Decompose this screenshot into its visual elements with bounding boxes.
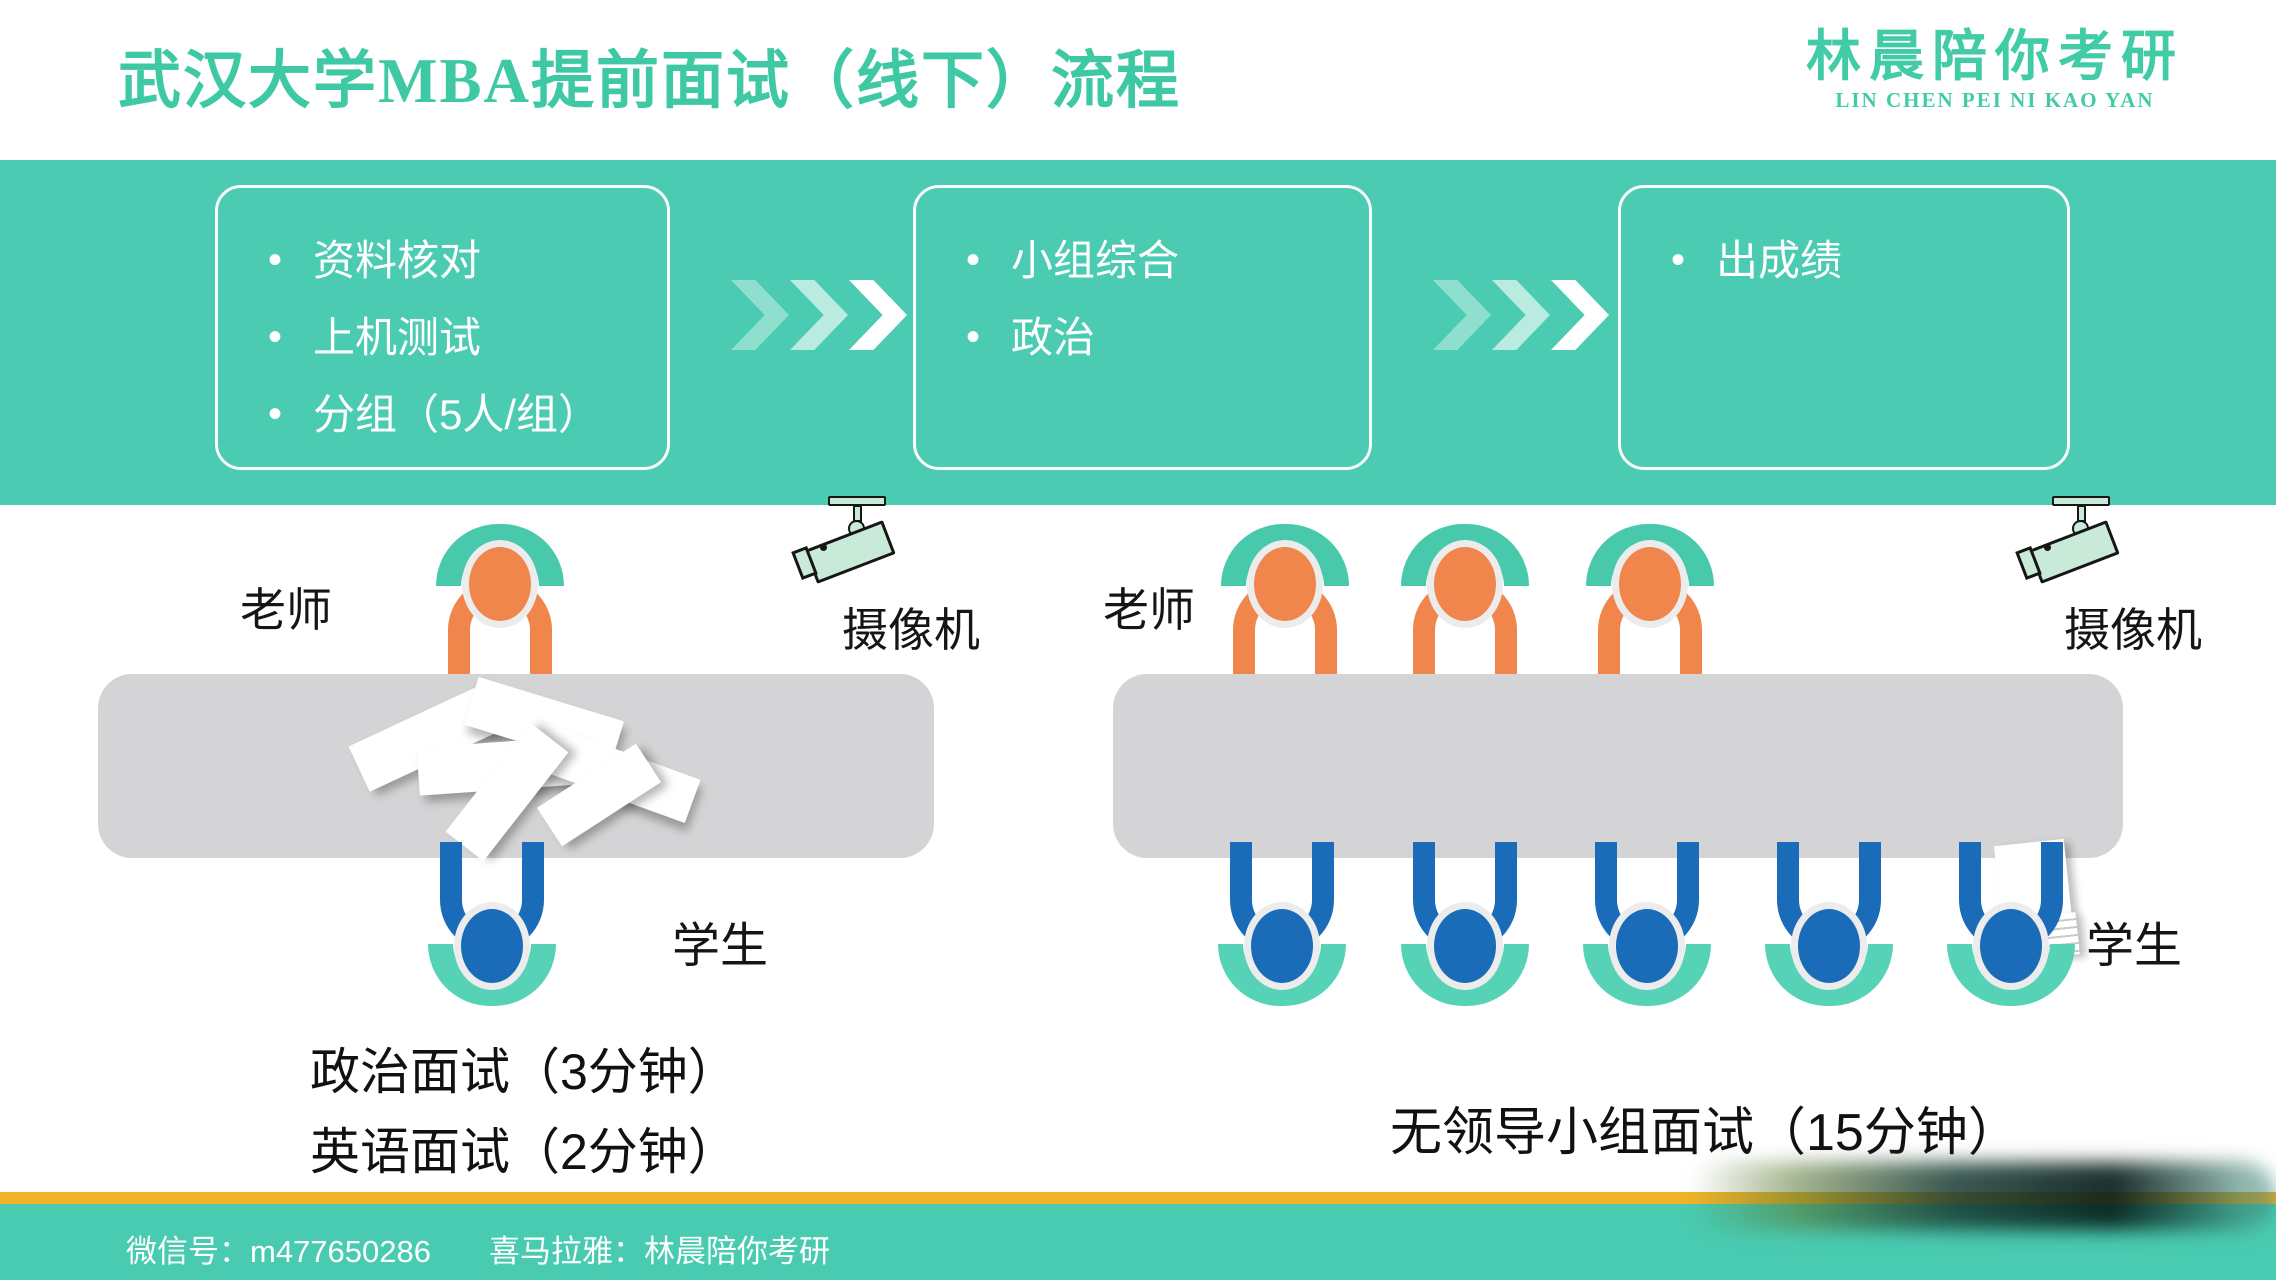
- brand-logo: 林晨陪你考研 LIN CHEN PEI NI KAO YAN: [1806, 28, 2184, 113]
- flow-step-2-list: 小组综合 政治: [916, 188, 1369, 376]
- right-interview-table: [1113, 674, 2123, 858]
- left-caption-2: 英语面试（2分钟）: [310, 1124, 738, 1180]
- right-caption: 无领导小组面试（15分钟）: [1390, 1104, 2020, 1162]
- person-head-icon: [1973, 902, 2049, 990]
- teacher-figure: [1570, 524, 1730, 688]
- left-camera-label: 摄像机: [842, 604, 980, 656]
- flow-step-2-item: 政治: [916, 299, 1369, 376]
- person-head-icon: [1427, 902, 1503, 990]
- person-head-icon: [454, 902, 530, 990]
- left-teacher-label: 老师: [240, 584, 332, 636]
- person-head-icon: [1427, 540, 1503, 628]
- cctv-camera-icon: [791, 496, 918, 598]
- flow-band: 资料核对 上机测试 分组（5人/组） 小组综合 政治 出成绩: [0, 160, 2276, 505]
- student-figure: [412, 842, 572, 1006]
- chevron-right-icon: [790, 280, 848, 350]
- chevron-right-icon: [1492, 280, 1550, 350]
- right-camera-label: 摄像机: [2064, 604, 2202, 656]
- brand-logo-cn: 林晨陪你考研: [1805, 26, 2184, 87]
- cctv-camera-icon: [2015, 496, 2142, 598]
- flow-step-1-list: 资料核对 上机测试 分组（5人/组）: [218, 188, 667, 453]
- footer-contacts: 微信号：m477650286 喜马拉雅：林晨陪你考研: [126, 1226, 830, 1271]
- flow-step-1: 资料核对 上机测试 分组（5人/组）: [215, 185, 670, 470]
- chevron-right-icon: [1551, 280, 1609, 350]
- student-figure: [1202, 842, 1362, 1006]
- brand-logo-en: LIN CHEN PEI NI KAO YAN: [1835, 87, 2155, 112]
- person-head-icon: [462, 540, 538, 628]
- teacher-figure: [1205, 524, 1365, 688]
- teacher-figure: [1385, 524, 1545, 688]
- person-head-icon: [1612, 540, 1688, 628]
- chevron-right-icon: [731, 280, 789, 350]
- page-title: 武汉大学MBA提前面试（线下）流程: [118, 46, 1181, 116]
- student-figure: [1749, 842, 1909, 1006]
- person-head-icon: [1244, 902, 1320, 990]
- left-caption-1: 政治面试（3分钟）: [310, 1044, 738, 1100]
- flow-step-1-item: 上机测试: [218, 299, 667, 376]
- blurred-watermark: [1690, 1162, 2276, 1230]
- chevron-right-icon: [849, 280, 907, 350]
- student-figure: [1567, 842, 1727, 1006]
- flow-step-2-item: 小组综合: [916, 222, 1369, 299]
- person-head-icon: [1247, 540, 1323, 628]
- camera-dot-icon: [2044, 544, 2051, 551]
- teacher-figure: [420, 524, 580, 688]
- person-head-icon: [1791, 902, 1867, 990]
- flow-step-2: 小组综合 政治: [913, 185, 1372, 470]
- footer-ximalaya: 喜马拉雅：林晨陪你考研: [489, 1234, 830, 1269]
- left-student-label: 学生: [672, 920, 769, 973]
- arrow-chevrons-1: [731, 280, 908, 350]
- chevron-right-icon: [1433, 280, 1491, 350]
- camera-dot-icon: [820, 544, 827, 551]
- person-head-icon: [1609, 902, 1685, 990]
- flow-step-1-item: 资料核对: [218, 222, 667, 299]
- student-figure: [1385, 842, 1545, 1006]
- arrow-chevrons-2: [1433, 280, 1610, 350]
- student-figure: [1931, 842, 2091, 1006]
- footer-wechat: 微信号：m477650286: [126, 1234, 431, 1269]
- flow-step-3-item: 出成绩: [1621, 222, 2067, 299]
- flow-step-3-list: 出成绩: [1621, 188, 2067, 299]
- right-teacher-label: 老师: [1103, 584, 1195, 636]
- right-student-label: 学生: [2086, 920, 2183, 973]
- flow-step-3: 出成绩: [1618, 185, 2070, 470]
- flow-step-1-item: 分组（5人/组）: [218, 376, 667, 453]
